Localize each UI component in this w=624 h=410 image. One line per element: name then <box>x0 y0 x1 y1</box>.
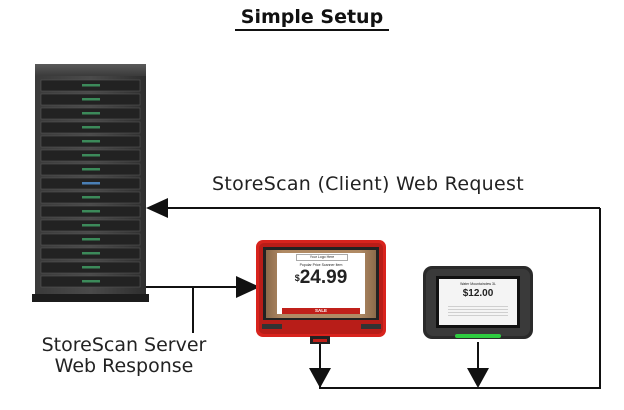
rack-led <box>82 112 100 115</box>
server-response-label: StoreScan Server Web Response <box>24 335 224 377</box>
red-device-header: Your Logo Here <box>296 254 348 261</box>
arrow-right-icon <box>236 276 260 298</box>
rack-led <box>82 182 100 185</box>
rack-led <box>82 210 100 213</box>
rack-led <box>82 266 100 269</box>
black-device-text-lines <box>448 304 508 316</box>
rack-led <box>82 252 100 255</box>
rack-led <box>82 238 100 241</box>
arrow-down-icon <box>467 368 489 388</box>
red-device-product: Popular Price Scanner Item <box>299 263 343 267</box>
arrow-down-icon <box>309 368 331 388</box>
rack-led <box>82 126 100 129</box>
price-checker-black-icon <box>423 266 533 339</box>
rack-led <box>82 154 100 157</box>
rack-led <box>82 168 100 171</box>
price-checker-red-icon <box>256 240 386 344</box>
rack-led <box>82 196 100 199</box>
client-request-label: StoreScan (Client) Web Request <box>212 173 524 195</box>
red-device-sale-banner: SALE <box>314 308 327 313</box>
rack-led <box>82 84 100 87</box>
arrow-left-icon <box>146 198 168 218</box>
title-text: Simple Setup <box>234 6 390 31</box>
red-device-price: 24.99 <box>299 267 348 288</box>
diagram-title: Simple Setup <box>0 6 624 31</box>
rack-led <box>82 224 100 227</box>
server-response-line1: StoreScan Server <box>41 334 207 356</box>
server-response-line2: Web Response <box>54 355 194 377</box>
black-device-product: Water Mountaindew 3L <box>460 282 496 286</box>
red-device-currency: $ <box>294 273 300 283</box>
rack-led <box>82 140 100 143</box>
red-device-price-row: $24.99 <box>279 268 363 288</box>
rack-led <box>82 280 100 283</box>
black-device-price: $12.00 <box>462 288 494 299</box>
server-rack-icon <box>32 64 149 302</box>
rack-led <box>82 98 100 101</box>
